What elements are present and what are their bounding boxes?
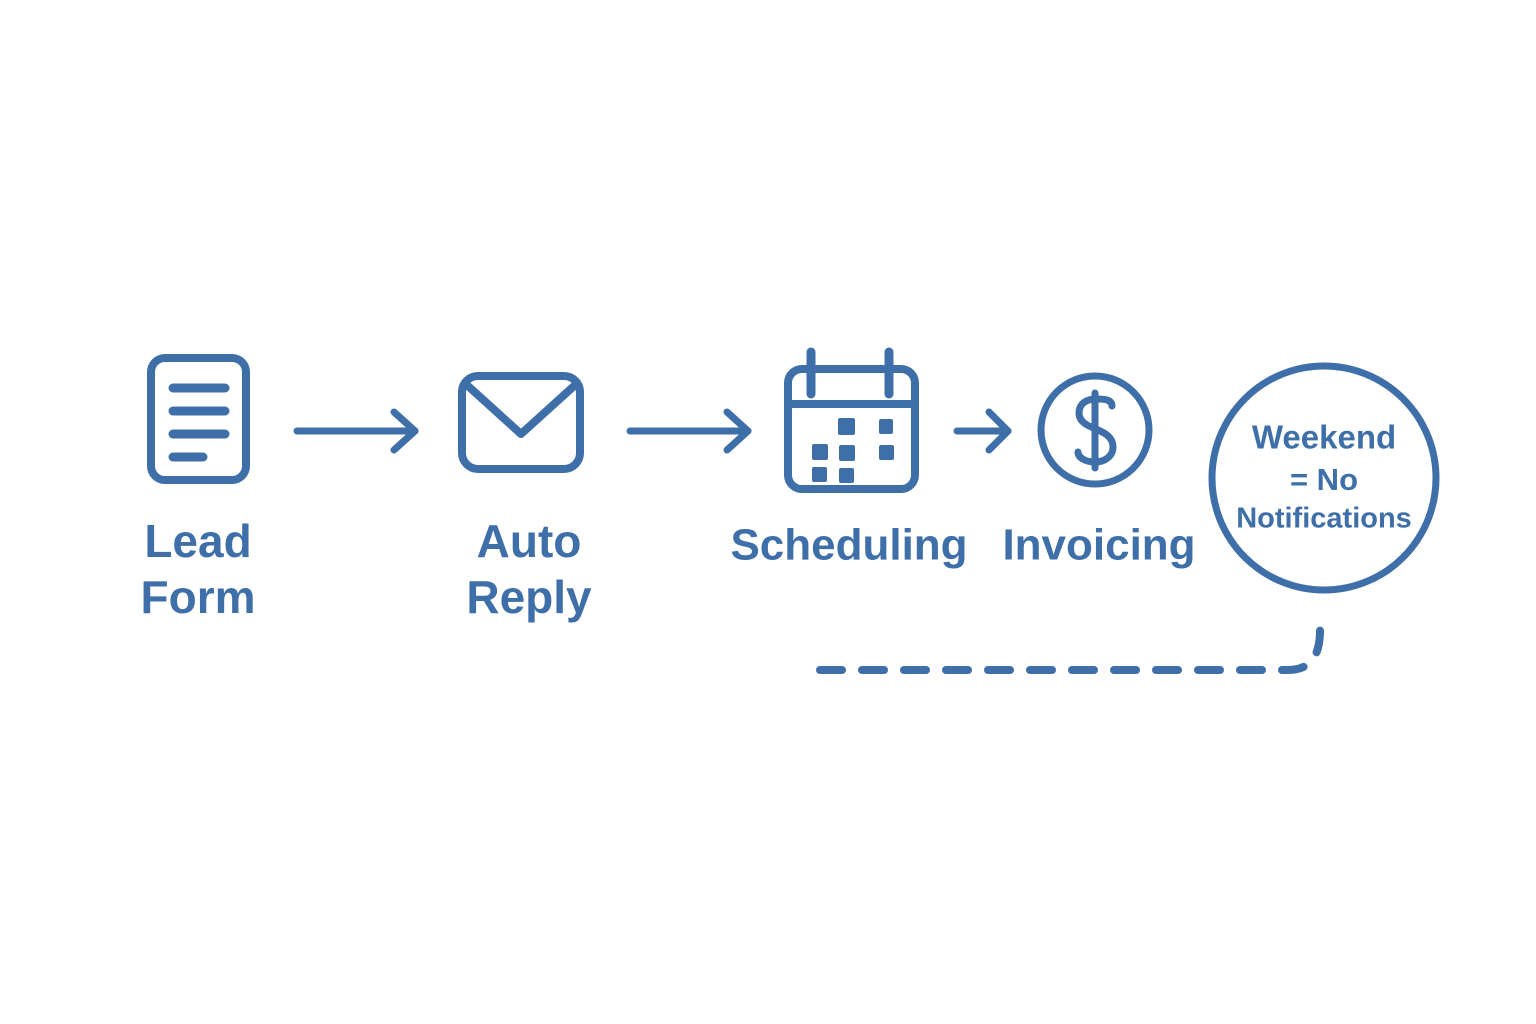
document-icon — [147, 354, 250, 484]
calendar-icon — [784, 347, 919, 493]
weekend-badge-line1: Weekend — [1252, 419, 1396, 456]
weekend-badge[interactable]: Weekend = No Notifications — [1208, 362, 1440, 594]
dashed-feedback-icon — [816, 608, 1324, 674]
arrow-scheduling-to-invoicing-icon — [953, 408, 1012, 454]
step-auto-reply[interactable]: Auto Reply — [458, 372, 592, 623]
arrow-auto-to-scheduling-icon — [626, 408, 752, 454]
step-label-auto-reply-line2: Reply — [466, 571, 592, 623]
weekend-badge-line3: Notifications — [1236, 503, 1412, 535]
step-label-lead-form-line2: Form — [141, 571, 256, 623]
step-label-lead-form-line1: Lead — [144, 515, 251, 567]
step-invoicing[interactable]: Invoicing — [1002, 372, 1196, 570]
weekend-badge-line2: = No — [1290, 462, 1358, 497]
step-lead-form[interactable]: Lead Form — [141, 354, 256, 623]
step-label-scheduling: Scheduling — [730, 521, 967, 570]
envelope-icon — [458, 372, 584, 473]
step-label-invoicing: Invoicing — [1002, 521, 1195, 570]
weekend-badge-circle — [1208, 362, 1440, 594]
arrow-lead-to-auto-icon — [293, 408, 419, 454]
dollar-circle-icon — [1037, 372, 1153, 488]
step-scheduling[interactable]: Scheduling — [730, 347, 968, 570]
step-label-auto-reply-line1: Auto — [477, 515, 582, 567]
